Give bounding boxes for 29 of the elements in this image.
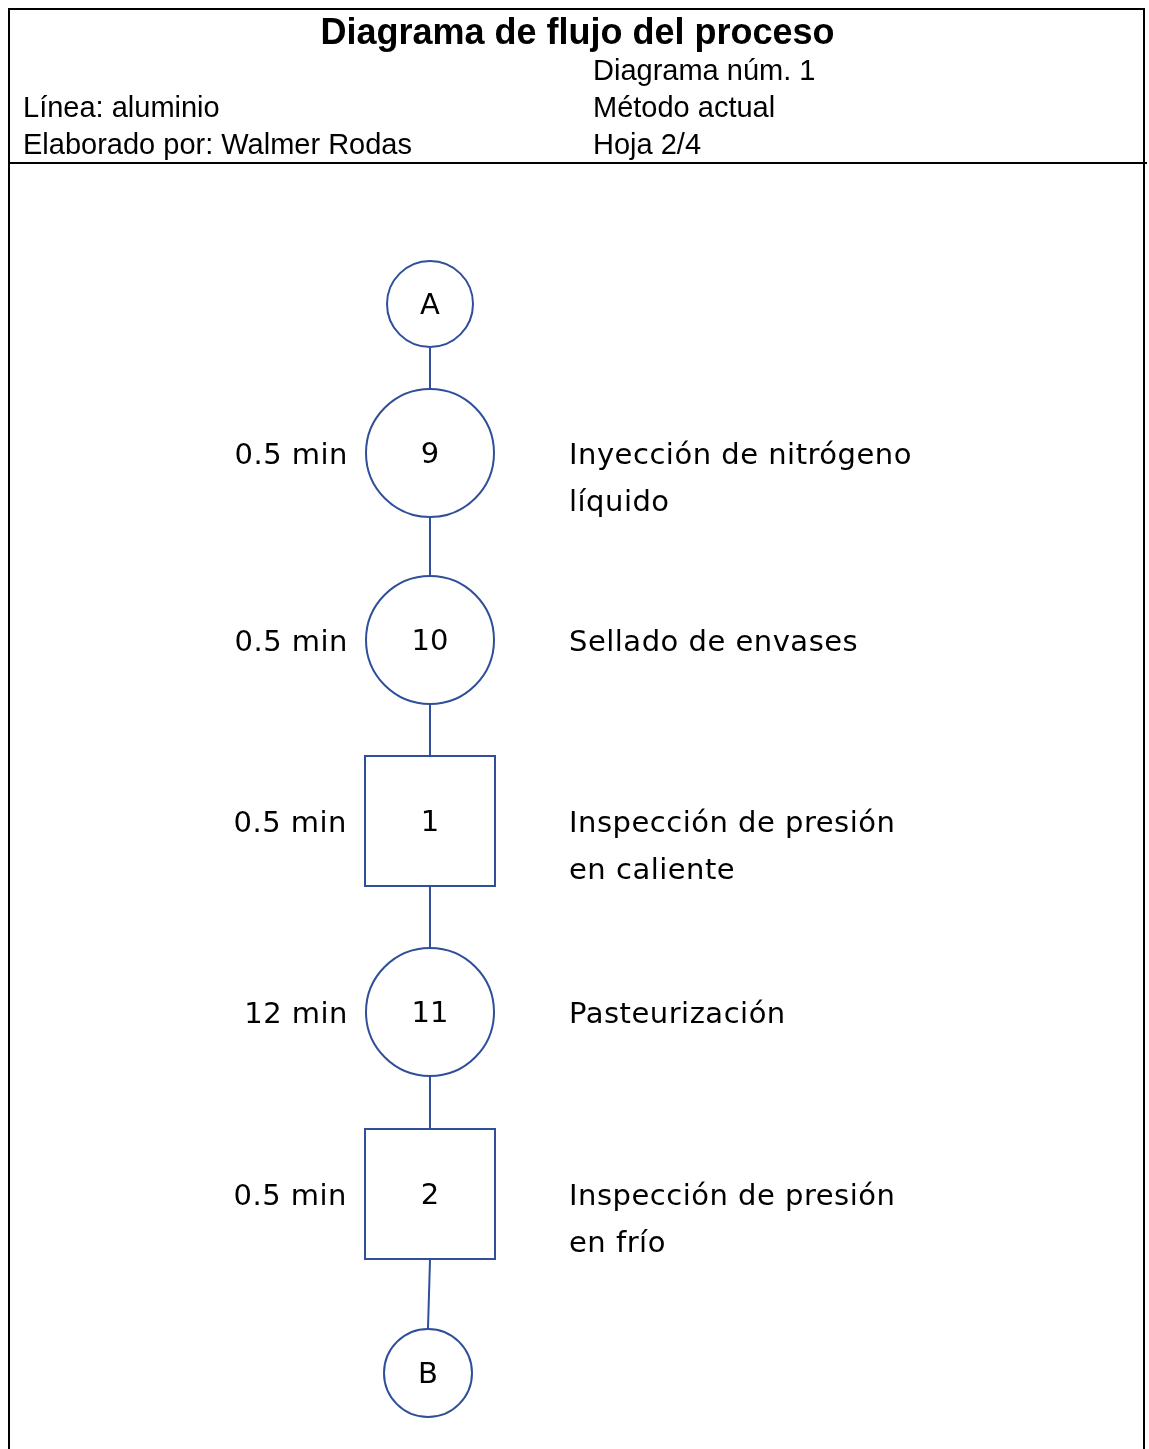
header-text: Método actual bbox=[593, 90, 776, 125]
connector-line bbox=[429, 704, 431, 756]
duration-text: 0.5 min bbox=[234, 436, 348, 473]
node-number: A bbox=[419, 287, 441, 321]
duration-text: 12 min bbox=[244, 995, 348, 1032]
duration-text: 0.5 min bbox=[234, 623, 348, 660]
duration-text: 0.5 min bbox=[233, 1177, 347, 1214]
node-number: 9 bbox=[419, 436, 441, 470]
node-number: 10 bbox=[410, 623, 450, 657]
node-number: 11 bbox=[410, 995, 450, 1029]
header-text: Hoja 2/4 bbox=[593, 127, 701, 162]
header-text: Elaborado por: Walmer Rodas bbox=[23, 127, 412, 162]
diagram-title: Diagrama de flujo del proceso bbox=[319, 10, 836, 54]
node-number: B bbox=[417, 1356, 439, 1390]
connector-line bbox=[429, 517, 431, 576]
connector-line bbox=[429, 347, 431, 389]
step-description: Inspección de presión en frío bbox=[569, 1177, 897, 1261]
step-description: Inspección de presión en caliente bbox=[569, 804, 897, 888]
node-number: 1 bbox=[419, 804, 441, 838]
step-description: Inyección de nitrógeno líquido bbox=[569, 436, 913, 520]
header-text: Línea: aluminio bbox=[23, 90, 220, 125]
header-text: Diagrama núm. 1 bbox=[593, 53, 816, 88]
connector-line bbox=[429, 886, 431, 948]
connector-line bbox=[429, 1076, 431, 1129]
node-number: 2 bbox=[419, 1177, 441, 1211]
duration-text: 0.5 min bbox=[233, 804, 347, 841]
step-description: Pasteurización bbox=[569, 995, 787, 1032]
connector-line bbox=[427, 1259, 431, 1329]
step-description: Sellado de envases bbox=[569, 623, 860, 660]
